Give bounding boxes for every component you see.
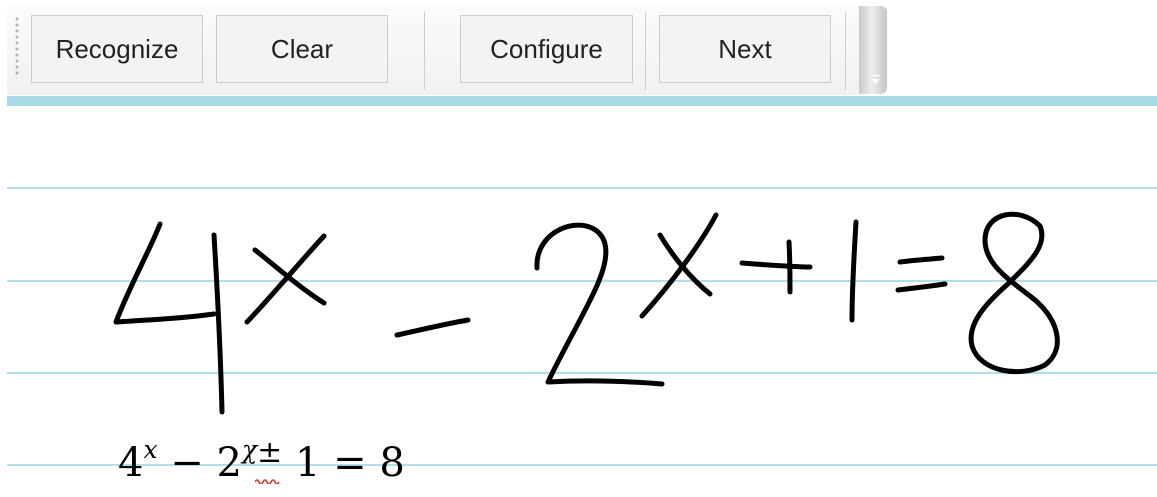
ink-stroke-equals (895, 281, 948, 293)
result-base-2: 2 (216, 440, 242, 486)
ink-stroke-plus (739, 260, 813, 270)
overflow-chevron-icon (872, 75, 880, 84)
toolbar-grip-handle[interactable] (14, 16, 20, 78)
ink-stroke-8 (968, 211, 1060, 375)
ink-stroke-sup-x (639, 212, 719, 319)
spell-squiggle-icon (255, 479, 280, 484)
ink-stroke-4-stem (211, 232, 225, 415)
next-button[interactable]: Next (659, 15, 831, 83)
ink-stroke-2 (534, 222, 665, 387)
result-base-1: 4 (118, 440, 144, 486)
configure-button[interactable]: Configure (460, 15, 633, 83)
result-exponent-1: x (143, 435, 158, 464)
result-minus: − (170, 440, 204, 486)
ink-stroke-1 (849, 219, 859, 323)
result-exponent-2: χ (241, 435, 258, 464)
ink-stroke-plus (786, 239, 793, 295)
ink-stroke-4 (113, 221, 217, 325)
ink-stroke-equals (897, 255, 945, 265)
ruled-line (7, 280, 1157, 282)
ruled-line (7, 187, 1157, 189)
toolbar-bottom-border (7, 96, 1157, 106)
result-remainder: 1 = 8 (294, 440, 405, 486)
result-operator-alternate[interactable]: ± (255, 424, 283, 484)
ruled-line (7, 372, 1157, 374)
ink-stroke-minus (394, 317, 471, 338)
result-operator: ± (257, 435, 283, 470)
ink-stroke-x (244, 233, 327, 325)
toolbar-separator (424, 12, 425, 90)
toolbar-separator (645, 12, 646, 90)
recognition-result: 4x − 2χ± 1 = 8 (118, 434, 405, 492)
recognize-button[interactable]: Recognize (31, 15, 203, 83)
ruled-line (7, 464, 1157, 466)
clear-button[interactable]: Clear (216, 15, 388, 83)
toolbar-separator (845, 12, 846, 90)
